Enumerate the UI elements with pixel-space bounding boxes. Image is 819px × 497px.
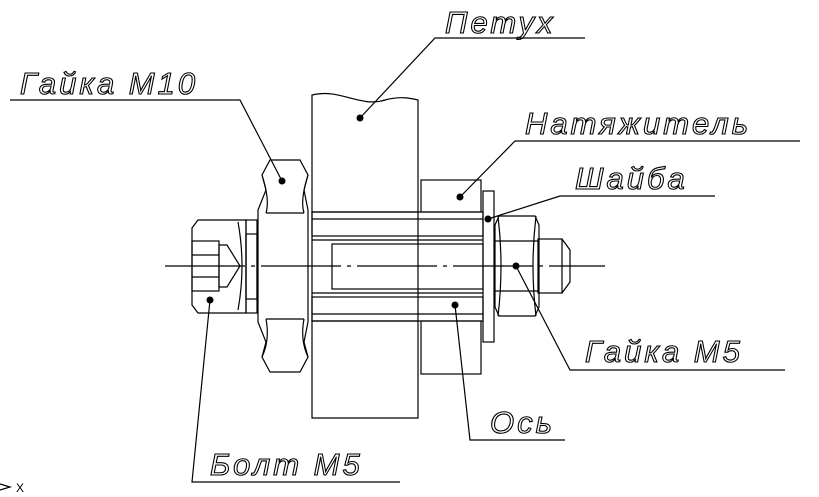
nut-m10-part [257, 159, 309, 373]
label-tensioner: Натяжитель [525, 106, 751, 141]
leaders [10, 37, 800, 483]
bolt-m5-part [191, 219, 258, 314]
axis-x-label: X [16, 481, 24, 495]
label-rooster: Петух [445, 5, 556, 40]
label-washer: Шайба [575, 161, 688, 196]
tensioner-part [420, 179, 482, 375]
ucs-axis-indicator: X [0, 481, 24, 495]
label-nut-m10: Гайка М10 [20, 66, 198, 101]
label-axle: Ось [490, 405, 555, 440]
plate-part [311, 93, 419, 419]
label-bolt-m5: Болт М5 [210, 447, 363, 482]
label-nut-m5: Гайка М5 [585, 334, 743, 369]
